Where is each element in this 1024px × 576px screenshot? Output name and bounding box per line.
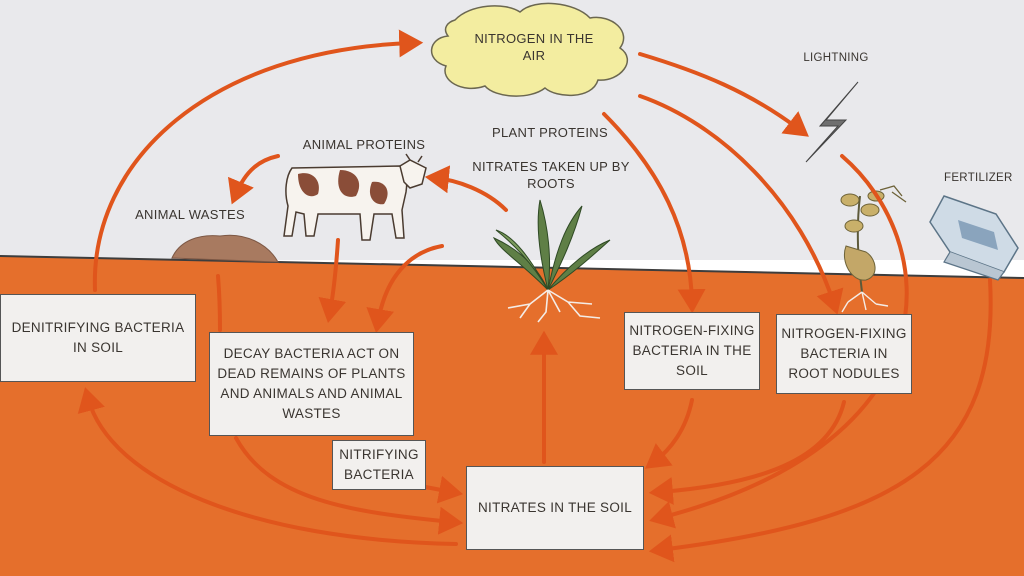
box-nitrogen-fixing-soil: NITROGEN-FIXING BACTERIA IN THE SOIL	[624, 312, 760, 390]
legume-plant-icon	[840, 185, 907, 293]
fertilizer-bag-icon	[929, 195, 1019, 281]
grass-plant-icon	[492, 199, 611, 291]
arrow-air-to-nitrogen-fixing-soil	[602, 112, 706, 314]
arrow-animal-to-wastes	[228, 154, 280, 205]
arrow-nitrogen-fixing-root-to-nitrates	[648, 400, 846, 505]
cloud-icon	[430, 2, 628, 97]
label-animal-proteins: ANIMAL PROTEINS	[302, 137, 426, 152]
arrow-air-to-lightning	[638, 52, 809, 137]
arrow-nitrogen-fixing-soil-to-nitrates	[645, 398, 694, 469]
arrow-wastes-line	[216, 274, 222, 332]
label-nitrogen-in-the-air: NITROGEN IN THE AIR	[474, 31, 594, 63]
nodule-roots-icon	[841, 291, 889, 313]
label-nitrates-taken-up: NITRATES TAKEN UP BY ROOTS	[472, 159, 630, 191]
arrow-fertilizer-to-nitrates	[648, 278, 993, 563]
box-nitrifying-bacteria: NITRIFYING BACTERIA	[332, 440, 426, 490]
arrow-nitrates-to-denitrifying	[77, 387, 458, 546]
arrow-air-to-nitrogen-fixing-root	[638, 94, 844, 315]
label-lightning: LIGHTNING	[803, 52, 869, 64]
box-nitrogen-fixing-root: NITROGEN-FIXING BACTERIA IN ROOT NODULES	[776, 314, 912, 394]
arrow-decay-to-nitrates	[234, 436, 464, 535]
arrow-plant-to-animal	[424, 165, 508, 212]
label-fertilizer: FERTILIZER	[944, 172, 1013, 184]
box-denitrifying-bacteria: DENITRIFYING BACTERIA IN SOIL	[0, 294, 196, 382]
label-animal-wastes: ANIMAL WASTES	[135, 207, 245, 222]
label-plant-proteins: PLANT PROTEINS	[492, 125, 608, 140]
box-nitrates-in-soil: NITRATES IN THE SOIL	[466, 466, 644, 550]
lightning-icon	[805, 81, 859, 163]
waste-mound-icon	[171, 234, 279, 263]
arrow-plant-to-decay	[366, 244, 444, 334]
arrow-cow-to-decay	[318, 238, 347, 324]
box-decay-bacteria: DECAY BACTERIA ACT ON DEAD REMAINS OF PL…	[209, 332, 414, 436]
roots-icon	[507, 289, 601, 323]
cow-icon	[283, 153, 427, 241]
arrow-denitrifying-to-air	[92, 29, 424, 292]
